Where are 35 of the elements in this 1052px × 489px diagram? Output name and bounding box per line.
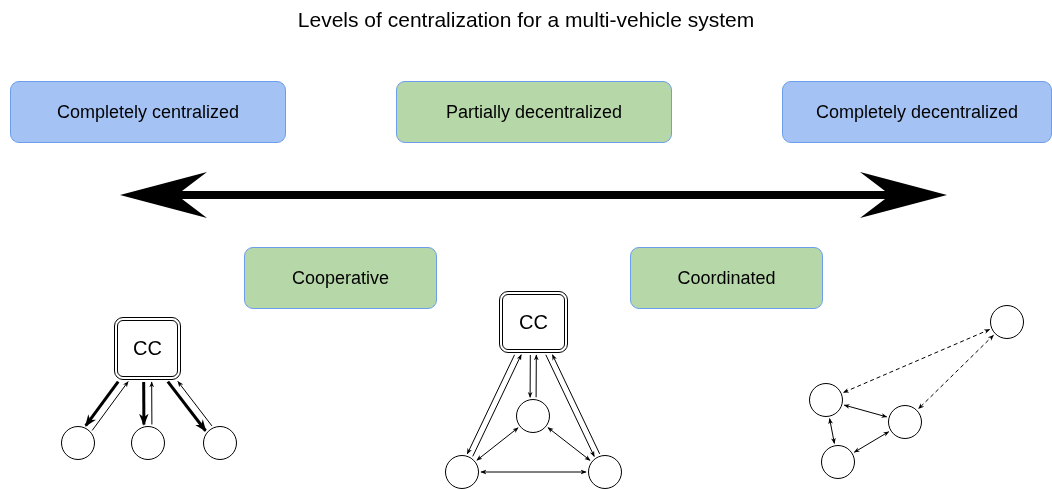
level-box: [396, 81, 672, 143]
control-center-box: [499, 291, 568, 353]
arrow: [918, 334, 994, 410]
arrow: [476, 427, 519, 461]
arrow: [533, 354, 539, 398]
box-label: Cooperative: [291, 267, 390, 289]
arrow: [177, 381, 213, 427]
level-box: [10, 81, 286, 143]
arrow: [545, 354, 595, 457]
arrow: [466, 354, 516, 455]
box-label: Completely decentralized: [815, 101, 1019, 123]
arrow: [472, 354, 522, 457]
arrow: [842, 329, 991, 393]
arrow: [166, 380, 207, 432]
arrow: [843, 404, 888, 418]
box-label: CC: [519, 310, 548, 334]
arrow: [480, 469, 587, 475]
arrow: [149, 381, 155, 425]
arrow: [547, 427, 591, 461]
arrow: [853, 431, 890, 453]
arrow: [828, 418, 836, 444]
control-center-box: [114, 317, 181, 380]
box-label: Partially decentralized: [445, 101, 623, 123]
level-box: [630, 247, 823, 309]
arrow: [551, 354, 601, 455]
arrow: [527, 354, 533, 398]
box-label: Completely centralized: [56, 101, 240, 123]
arrow: [91, 381, 129, 431]
arrow: [84, 380, 120, 427]
box-label: CC: [133, 337, 162, 360]
arrow: [139, 382, 149, 426]
level-box: [782, 81, 1052, 143]
level-box: [244, 247, 437, 309]
box-label: Coordinated: [677, 267, 776, 289]
diagram-title: Levels of centralization for a multi-vehicle system: [296, 8, 756, 32]
